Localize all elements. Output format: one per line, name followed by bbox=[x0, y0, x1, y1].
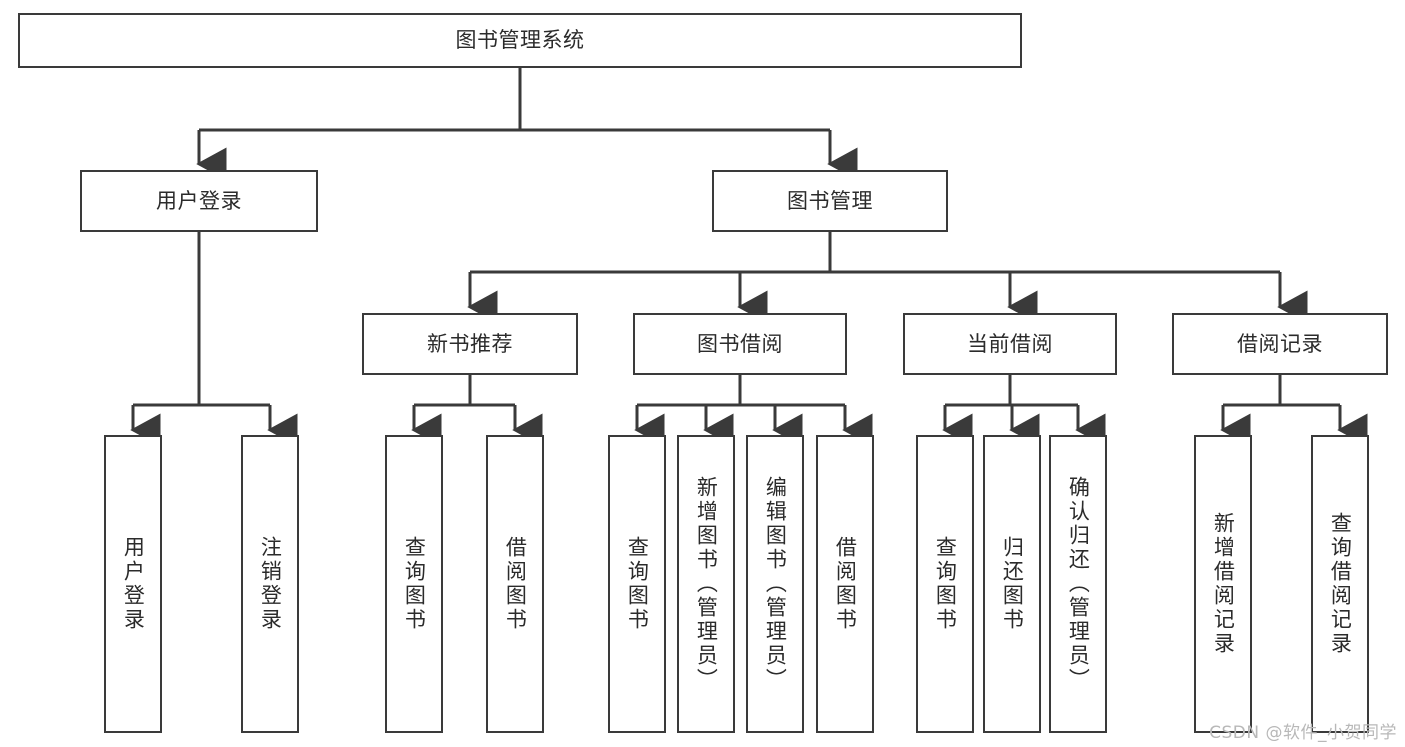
leaf-edit-book-admin[interactable]: 编辑图书（管理员） bbox=[746, 435, 804, 733]
leaf-logout[interactable]: 注销登录 bbox=[241, 435, 299, 733]
leaf-return-book[interactable]: 归还图书 bbox=[983, 435, 1041, 733]
node-user-login[interactable]: 用户登录 bbox=[80, 170, 318, 232]
leaf-label: 查询借阅记录 bbox=[1328, 512, 1353, 656]
leaf-label: 新增图书（管理员） bbox=[694, 476, 719, 692]
leaf-label: 注销登录 bbox=[258, 536, 283, 632]
leaf-label: 借阅图书 bbox=[503, 536, 528, 632]
leaf-borrow-book-2[interactable]: 借阅图书 bbox=[816, 435, 874, 733]
leaf-label: 查询图书 bbox=[402, 536, 427, 632]
leaf-label: 用户登录 bbox=[121, 536, 146, 632]
leaf-query-borrow-record[interactable]: 查询借阅记录 bbox=[1311, 435, 1369, 733]
leaf-query-book-2[interactable]: 查询图书 bbox=[608, 435, 666, 733]
leaf-label: 查询图书 bbox=[933, 536, 958, 632]
node-new-book-recommend[interactable]: 新书推荐 bbox=[362, 313, 578, 375]
leaf-label: 查询图书 bbox=[625, 536, 650, 632]
node-book-manage[interactable]: 图书管理 bbox=[712, 170, 948, 232]
csdn-watermark: CSDN @软件_小贺同学 bbox=[1209, 723, 1397, 743]
leaf-label: 借阅图书 bbox=[833, 536, 858, 632]
leaf-user-login[interactable]: 用户登录 bbox=[104, 435, 162, 733]
leaf-query-book-1[interactable]: 查询图书 bbox=[385, 435, 443, 733]
leaf-label: 确认归还（管理员） bbox=[1066, 476, 1091, 692]
leaf-query-book-3[interactable]: 查询图书 bbox=[916, 435, 974, 733]
leaf-label: 归还图书 bbox=[1000, 536, 1025, 632]
leaf-borrow-book-1[interactable]: 借阅图书 bbox=[486, 435, 544, 733]
leaf-label: 新增借阅记录 bbox=[1211, 512, 1236, 656]
node-current-borrow[interactable]: 当前借阅 bbox=[903, 313, 1117, 375]
leaf-add-book-admin[interactable]: 新增图书（管理员） bbox=[677, 435, 735, 733]
node-borrow-record[interactable]: 借阅记录 bbox=[1172, 313, 1388, 375]
leaf-label: 编辑图书（管理员） bbox=[763, 476, 788, 692]
leaf-confirm-return-admin[interactable]: 确认归还（管理员） bbox=[1049, 435, 1107, 733]
leaf-add-borrow-record[interactable]: 新增借阅记录 bbox=[1194, 435, 1252, 733]
node-book-borrow[interactable]: 图书借阅 bbox=[633, 313, 847, 375]
node-root-system[interactable]: 图书管理系统 bbox=[18, 13, 1022, 68]
